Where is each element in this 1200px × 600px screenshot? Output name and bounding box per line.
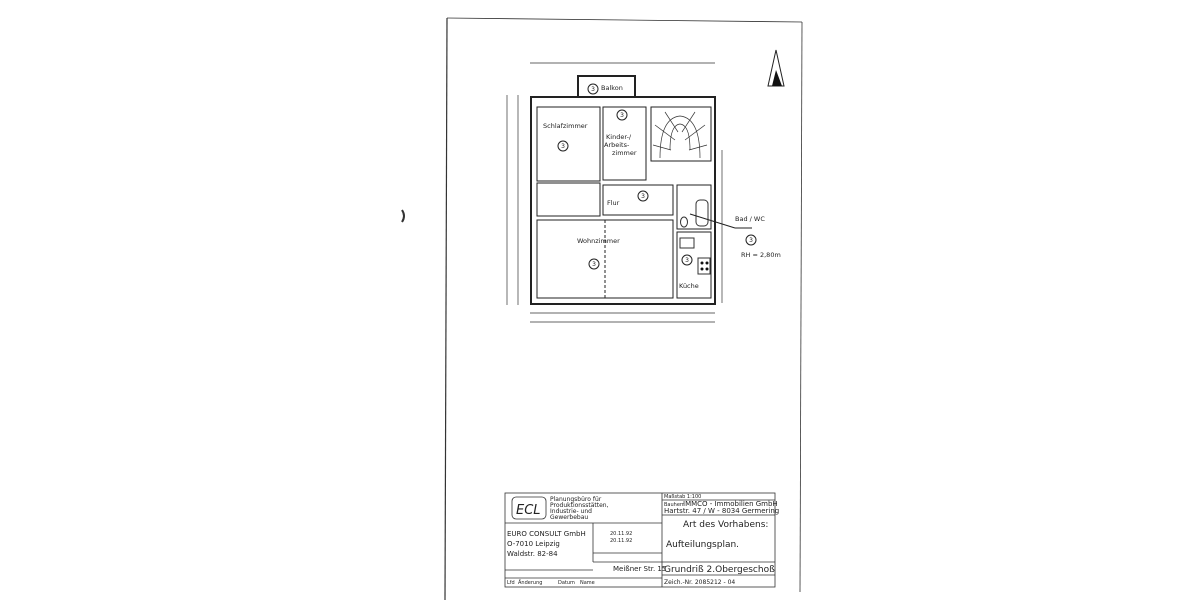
room-marker: 3 bbox=[749, 237, 753, 244]
firm-address: EURO CONSULT GmbH bbox=[507, 530, 586, 538]
client-name: IMMCO - Immobilien GmbH bbox=[683, 500, 778, 508]
room-label-bath: Bad / WC bbox=[735, 215, 765, 223]
date: 20.11.92 bbox=[610, 531, 632, 537]
room-label-kids-3: zimmer bbox=[612, 149, 637, 157]
walls bbox=[530, 75, 716, 305]
room-label-kids-1: Kinder-/ bbox=[606, 133, 632, 141]
date: 20.11.92 bbox=[610, 538, 632, 544]
room-marker: 3 bbox=[561, 143, 565, 150]
scale: Maßstab 1:100 bbox=[664, 494, 701, 500]
firm-logo: ECL bbox=[516, 503, 541, 518]
dimension-lines bbox=[506, 62, 723, 323]
firm-desc: Gewerbebau bbox=[550, 514, 588, 521]
firm-desc: Industrie- und bbox=[550, 508, 592, 515]
project-type-label: Art des Vorhabens: bbox=[683, 520, 768, 530]
drawing-title: Grundriß 2.Obergeschoß bbox=[664, 565, 775, 575]
room-label-bedroom: Schlafzimmer bbox=[543, 122, 588, 130]
revision-header: Änderung bbox=[518, 579, 542, 586]
site-address: Meißner Str. 15 bbox=[613, 565, 666, 573]
firm-desc: Produktionsstätten, bbox=[550, 502, 609, 509]
room-marker: 3 bbox=[620, 112, 624, 119]
bathtub-icon bbox=[695, 199, 709, 227]
revision-header: Lfd bbox=[507, 580, 515, 586]
client-label: Bauherr bbox=[664, 502, 685, 508]
project-type: Aufteilungsplan. bbox=[666, 540, 739, 550]
room-markers bbox=[557, 83, 757, 270]
room-height: RH = 2,80m bbox=[741, 251, 781, 259]
firm-address: Waldstr. 82-84 bbox=[507, 550, 558, 558]
room-label-balcony: Balkon bbox=[601, 84, 623, 92]
room-marker: 3 bbox=[641, 193, 645, 200]
room-label-kids-2: Arbeits- bbox=[604, 141, 630, 149]
north-arrow-icon bbox=[767, 49, 785, 87]
revision-header: Name bbox=[580, 580, 595, 586]
toilet-icon bbox=[680, 216, 688, 228]
title-block bbox=[504, 492, 776, 588]
stove-icon bbox=[697, 257, 711, 275]
room-label-living: Wohnzimmer bbox=[577, 237, 620, 245]
revision-header: Datum bbox=[558, 580, 575, 586]
firm-address: O-7010 Leipzig bbox=[507, 540, 560, 548]
room-label-hall: Flur bbox=[607, 199, 620, 207]
room-label-kitchen: Küche bbox=[679, 282, 699, 290]
staircase-icon bbox=[652, 111, 708, 159]
paper-border bbox=[401, 17, 803, 600]
client-address: Hartstr. 47 / W - 8034 Germering bbox=[664, 507, 779, 515]
drawing-number: Zeich.-Nr. 2085212 - 04 bbox=[664, 579, 735, 586]
room-marker: 3 bbox=[592, 261, 596, 268]
sink-icon bbox=[679, 237, 695, 249]
room-marker: 3 bbox=[591, 86, 595, 93]
firm-desc: Planungsbüro für bbox=[550, 496, 602, 503]
room-marker: 3 bbox=[685, 257, 689, 264]
